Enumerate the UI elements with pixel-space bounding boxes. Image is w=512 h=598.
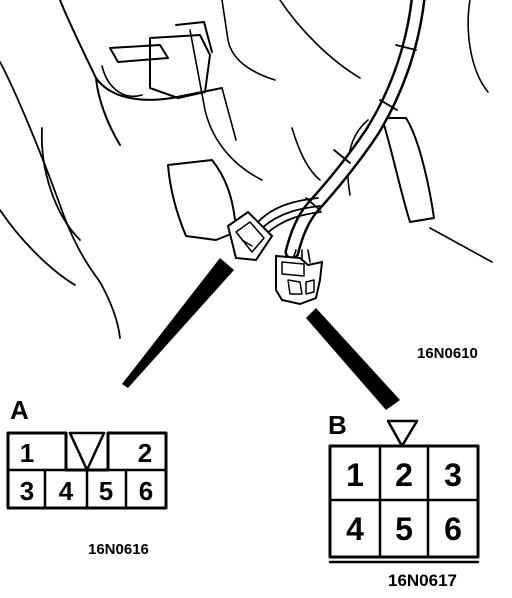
connector-a-pin: 6	[139, 476, 153, 506]
wiring-harness	[257, 0, 426, 263]
figure-code-main: 16N0610	[417, 345, 478, 362]
dashboard-illustration	[0, 0, 493, 339]
connector-a-pin: 1	[20, 438, 34, 468]
connector-a-pin: 2	[138, 438, 152, 468]
connector-b-pin: 6	[444, 511, 462, 547]
connector-b-pin: 2	[395, 457, 413, 493]
pointer-a	[122, 258, 234, 388]
connector-b-pin: 3	[444, 457, 462, 493]
connector-b-plug	[275, 254, 324, 306]
figure-code-connector-b: 16N0617	[388, 571, 457, 590]
connector-a-pin: 5	[99, 476, 113, 506]
connector-a-pin: 3	[20, 476, 34, 506]
connector-a-pin: 4	[59, 476, 74, 506]
connector-b-pin: 1	[346, 457, 364, 493]
connector-b-pin: 4	[346, 511, 364, 547]
connector-a: A 1 2 3 4 5 6	[6, 395, 168, 510]
connector-b: B 1 2 3 4 5 6	[328, 410, 480, 564]
figure-code-connector-a: 16N0616	[88, 541, 149, 558]
connector-b-pin: 5	[395, 511, 413, 547]
connector-a-letter: A	[10, 395, 29, 425]
connector-a-plug	[226, 210, 274, 262]
connector-b-letter: B	[328, 410, 347, 440]
pointer-b	[306, 308, 400, 410]
